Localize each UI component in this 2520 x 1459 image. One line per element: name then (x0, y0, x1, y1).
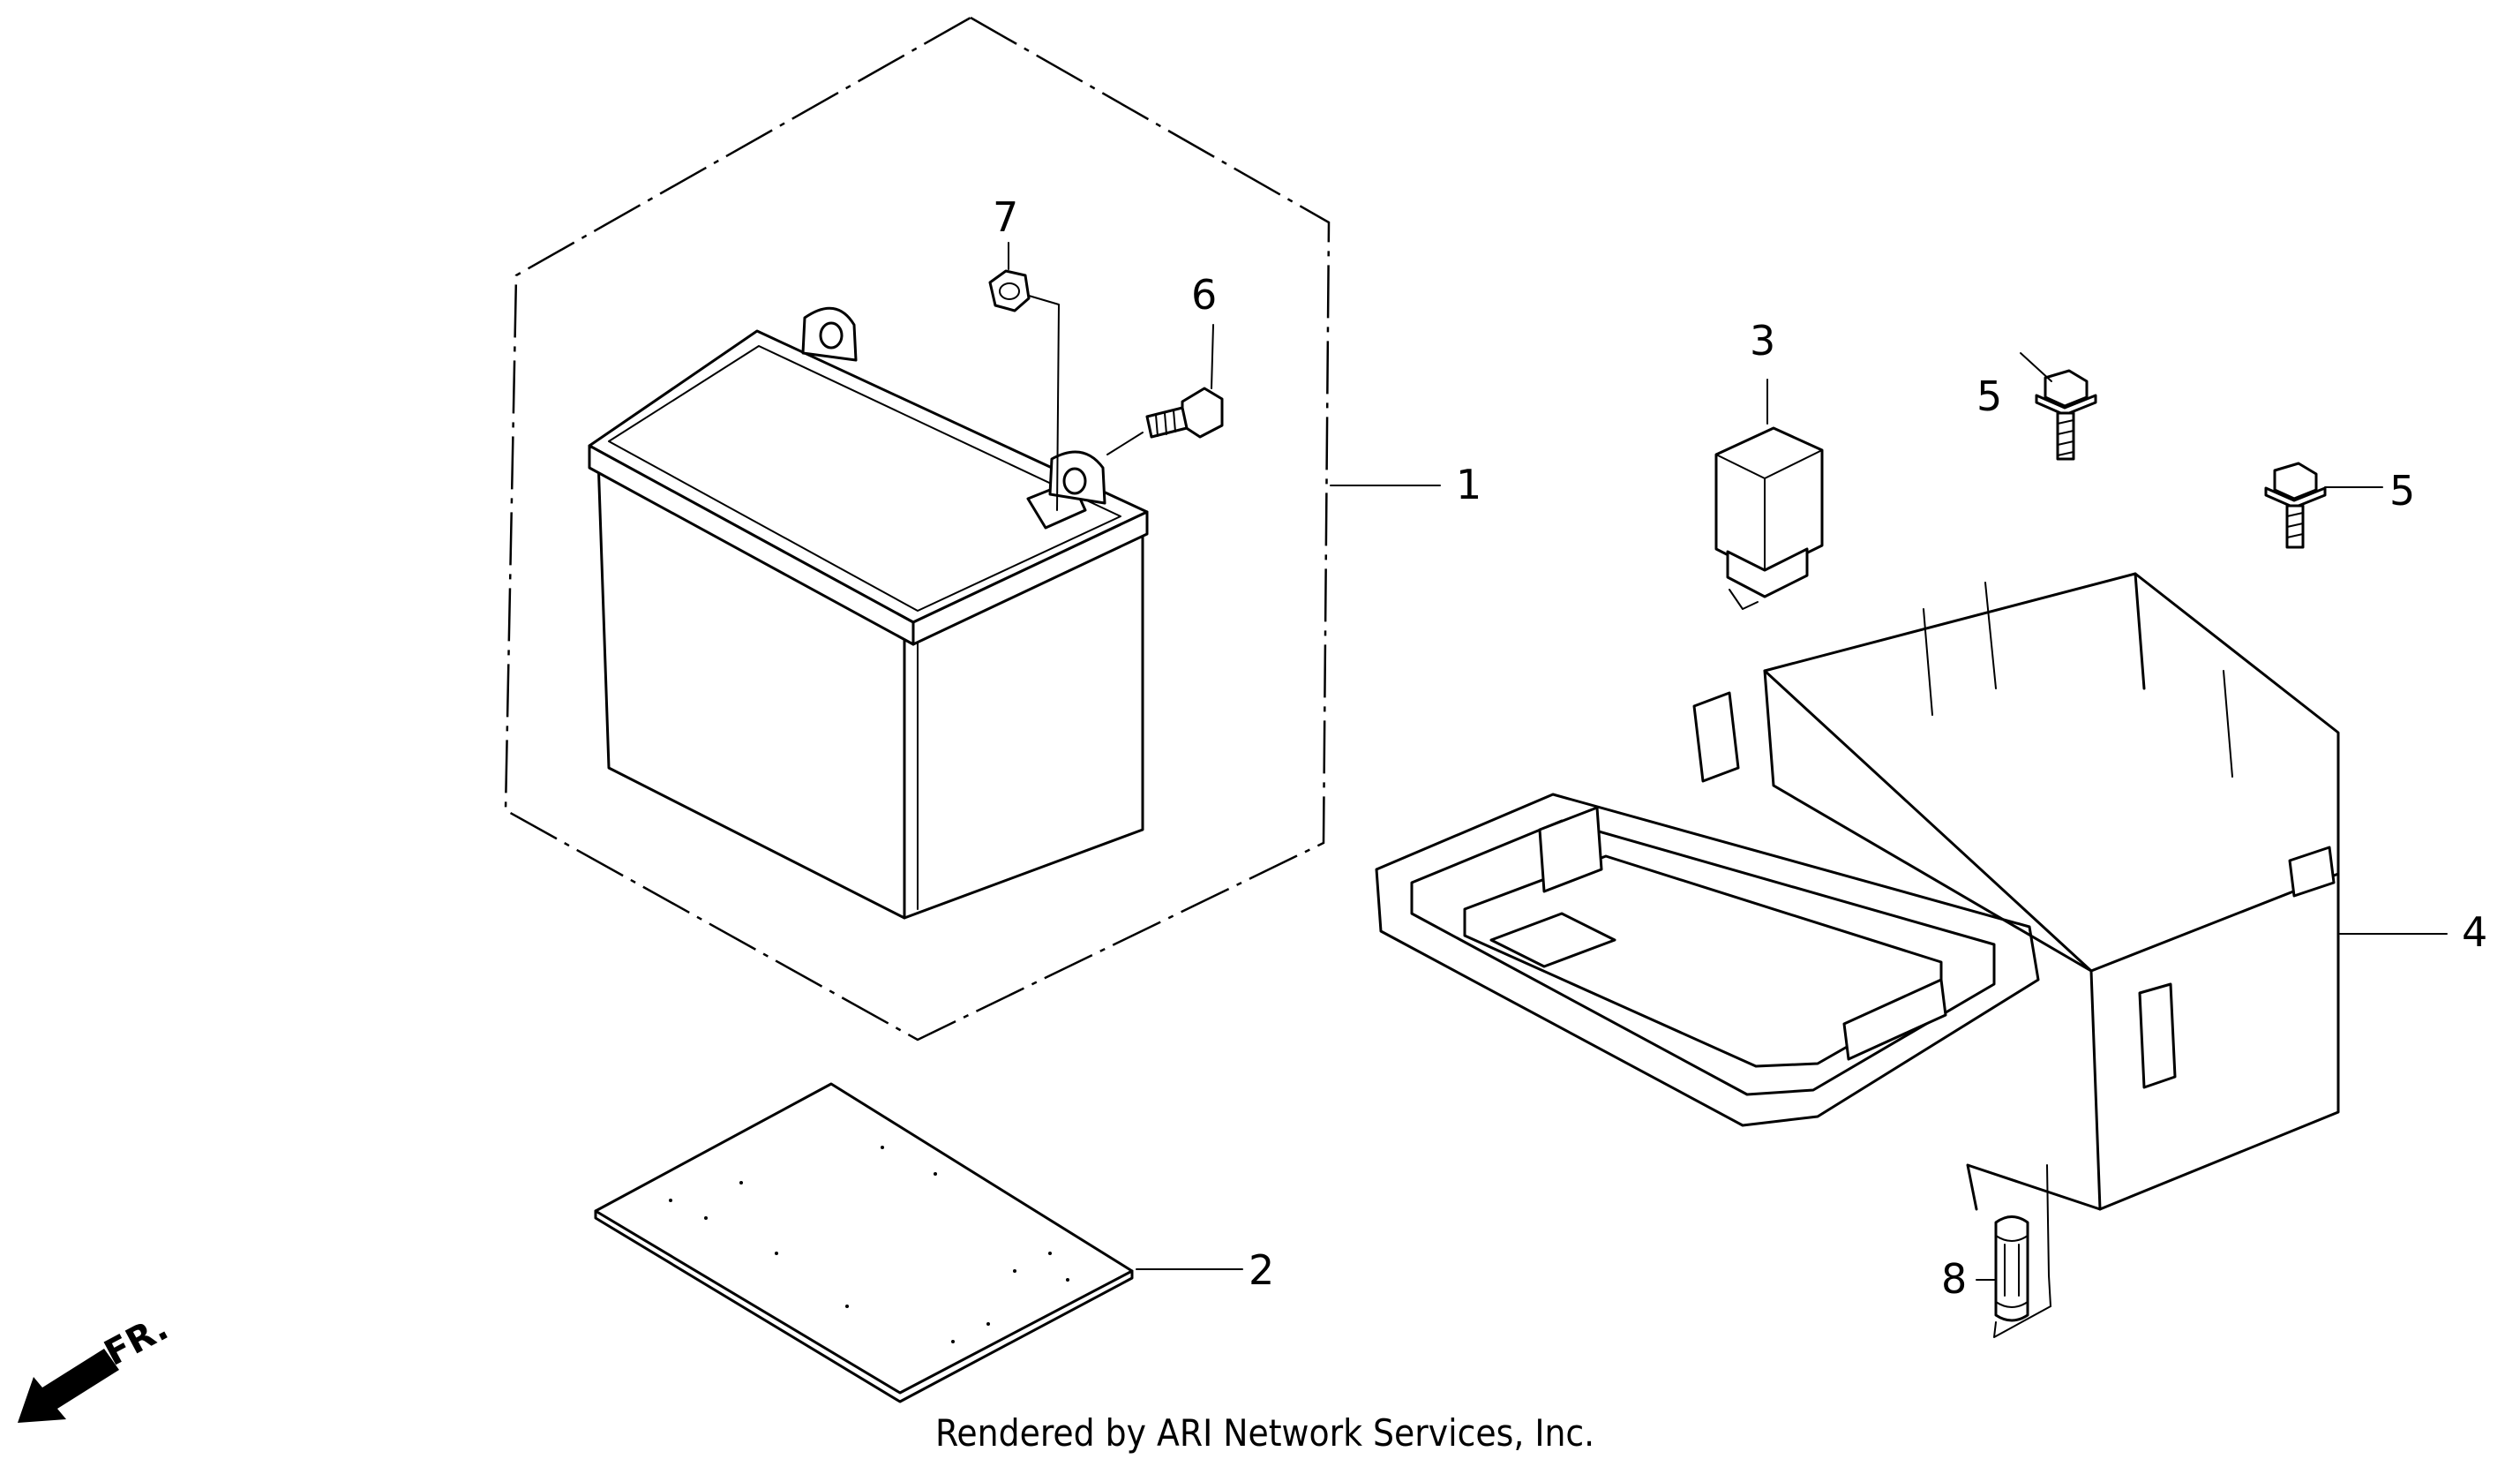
callout-4: 4 (2462, 908, 2487, 956)
callout-8: 8 (1941, 1255, 1967, 1303)
callout-1: 1 (1456, 461, 1481, 508)
owners-manual-booklet (594, 1082, 1134, 1403)
callout-5-right: 5 (2389, 467, 2415, 515)
battery-box (1375, 572, 2340, 1211)
callout-2: 2 (1249, 1246, 1274, 1294)
terminal-bolt (1106, 387, 1224, 455)
callout-6: 6 (1191, 271, 1217, 319)
battery-terminal-rear (801, 306, 858, 362)
callout-7: 7 (993, 193, 1018, 241)
battery (588, 306, 1149, 920)
footer-credit: Rendered by ARI Network Services, Inc. (935, 1411, 1594, 1455)
callout-3: 3 (1750, 317, 1775, 365)
flange-bolt-upper (2035, 369, 2097, 461)
leader-lines (1008, 242, 2448, 1281)
callout-5-upper: 5 (1976, 372, 2002, 420)
flange-bolt-right (2264, 462, 2327, 549)
starter-relay (1714, 426, 1824, 610)
battery-assembly-boundary (504, 16, 1331, 1042)
cartridge-fuse (1993, 1164, 2051, 1338)
terminal-nut (988, 269, 1060, 511)
front-arrow-icon (18, 1349, 119, 1423)
front-direction-marker: FR. (18, 1307, 175, 1423)
